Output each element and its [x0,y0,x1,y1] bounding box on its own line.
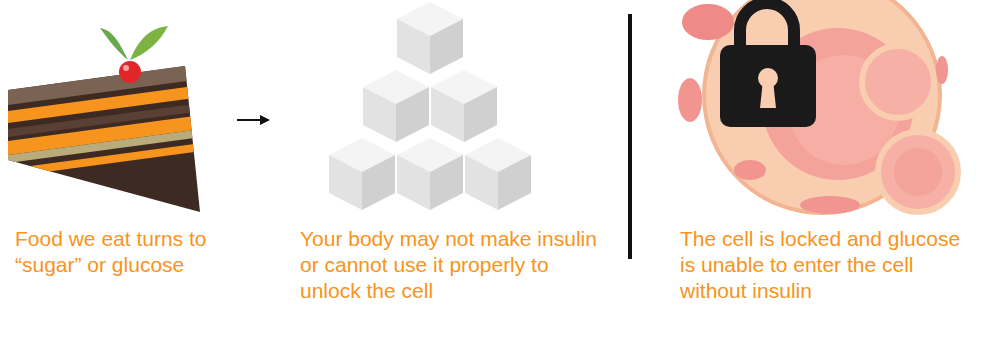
locked-cell [678,0,958,214]
divider-line [628,14,632,259]
cake-slice [0,0,210,220]
caption-text: The cell is locked and glucose is unable… [680,226,970,304]
flow-arrow [237,115,270,125]
caption-text: Your body may not make insulin or cannot… [300,226,600,304]
caption-text: Food we eat turns to “sugar” or glucose [15,226,260,278]
sugar-cubes [329,2,531,210]
